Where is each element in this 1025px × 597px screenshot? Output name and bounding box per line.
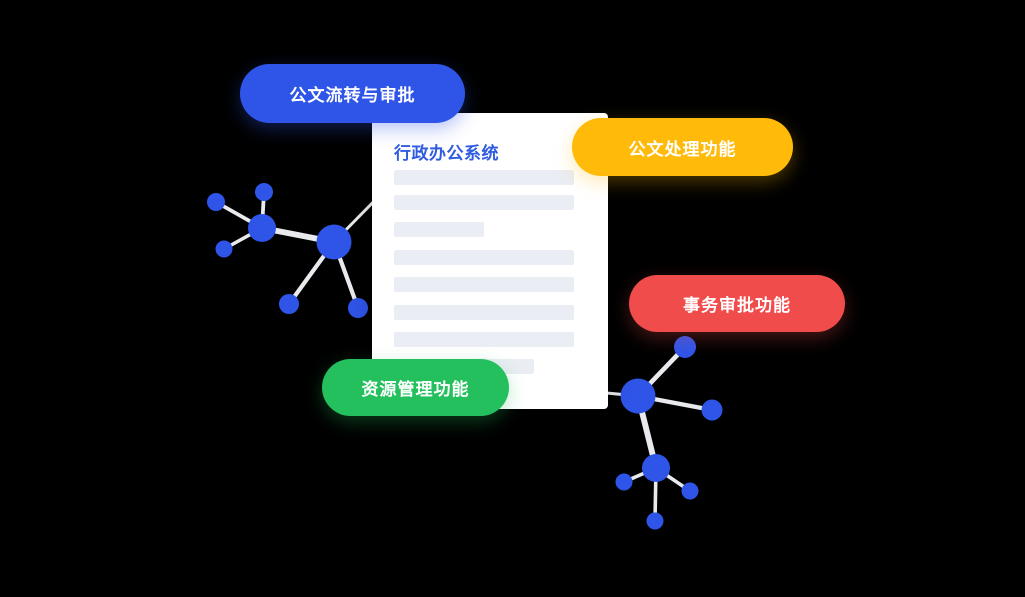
tag-label: 事务审批功能 [683,296,791,316]
graph-edge [286,239,337,307]
placeholder-line [394,170,574,185]
graph-edge [635,393,659,471]
graph-edge [260,190,266,230]
tag-label: 资源管理功能 [361,380,470,400]
tag-workflow-approval[interactable]: 公文流转与审批 [240,64,465,123]
graph-node-hub [620,378,656,414]
placeholder-line [394,277,574,292]
graph-edge [331,239,361,311]
graph-node-small [615,473,633,491]
graph-edge [622,466,658,484]
placeholder-line [394,332,574,347]
graph-node-small [279,294,299,314]
graph-node-small [646,512,664,530]
placeholder-line [394,305,574,320]
graph-node-small [681,482,699,500]
graph-edge [222,226,264,251]
graph-node-small [215,240,233,258]
graph-node-small [207,193,225,211]
graph-edge [259,225,337,245]
tag-label: 公文流转与审批 [289,86,416,106]
graph-edge [653,466,658,523]
tag-document-processing[interactable]: 公文处理功能 [572,118,793,176]
graph-edge [635,344,688,399]
tag-label: 公文处理功能 [628,139,737,160]
graph-node-small [674,336,696,358]
graph-node-small [701,399,723,421]
tag-affairs-approval[interactable]: 事务审批功能 [629,275,845,332]
graph-node-small [255,183,273,201]
placeholder-line [394,222,484,237]
tag-resource-management[interactable]: 资源管理功能 [322,359,509,416]
graph-node-medium [642,454,670,482]
graph-edge [635,393,715,413]
graph-node-medium [248,214,276,242]
page-title: 行政办公系统 [394,144,499,164]
graph-node-hub [316,224,352,260]
graph-node-small [348,298,368,318]
placeholder-line [394,250,574,265]
placeholder-line [394,195,574,210]
graph-edge [654,466,692,493]
graph-edge [214,200,264,230]
